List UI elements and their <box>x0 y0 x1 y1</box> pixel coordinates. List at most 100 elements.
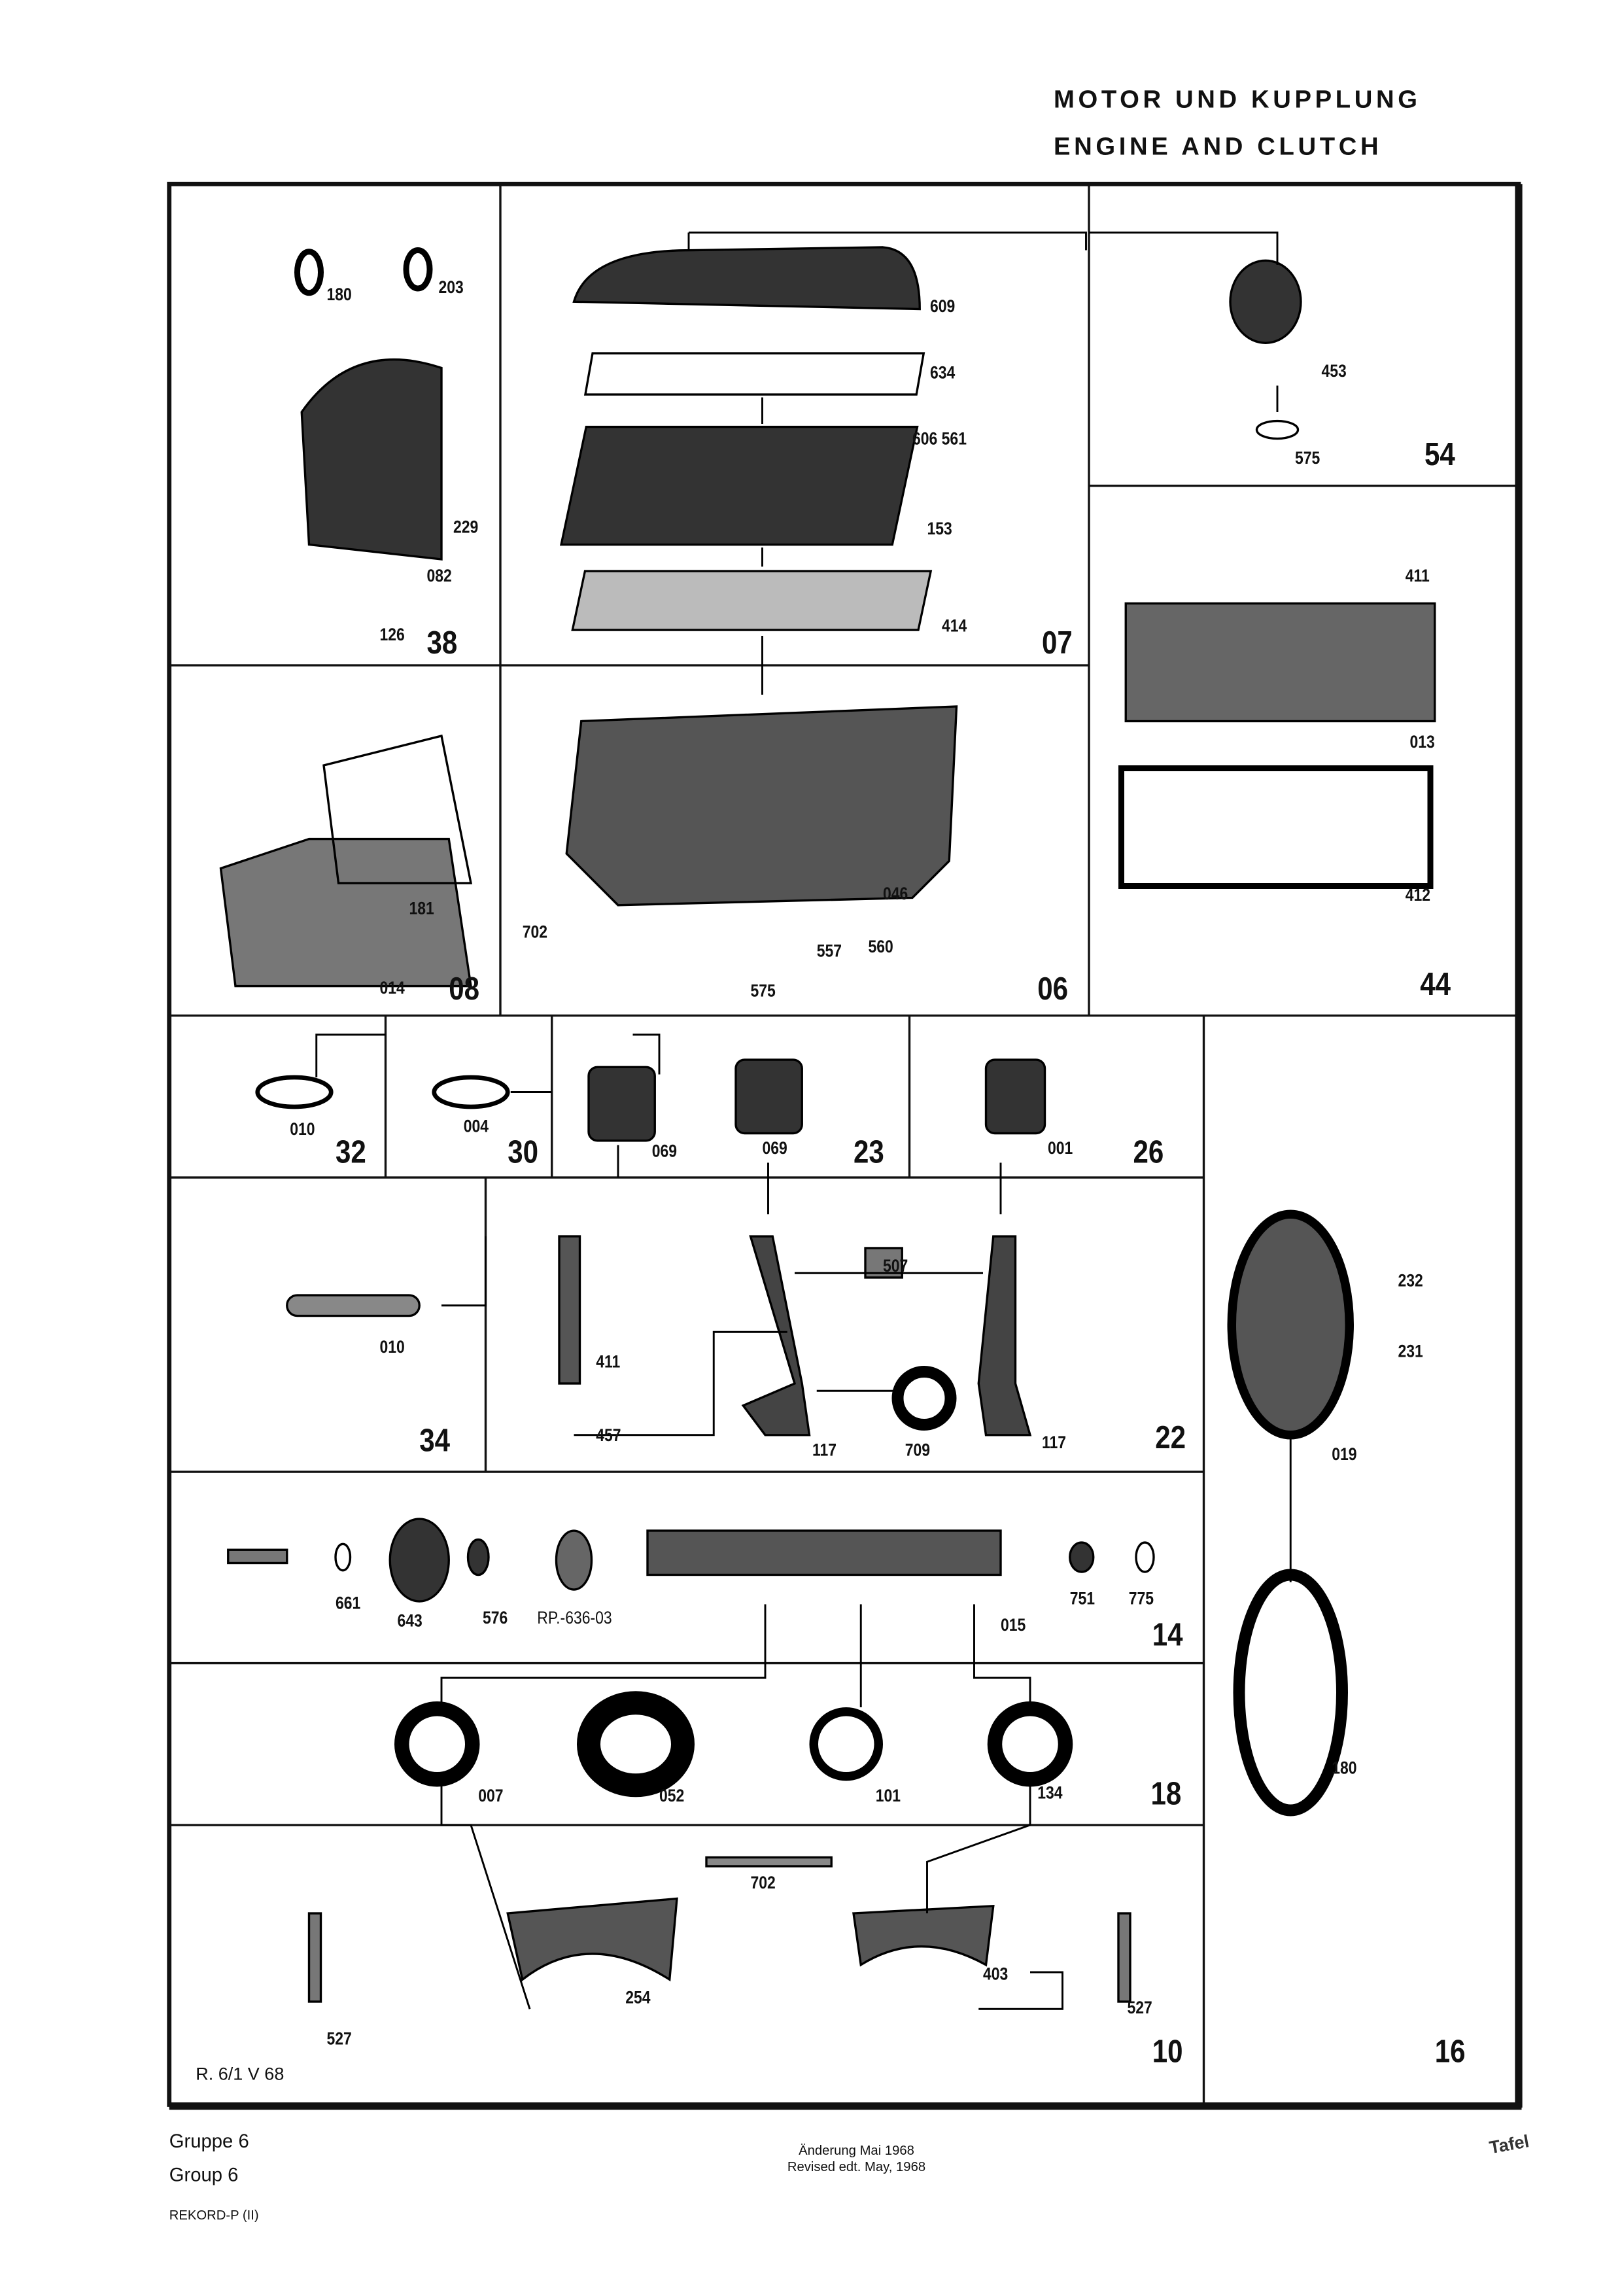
part-number: 007 <box>478 1785 504 1806</box>
part-number: 557 <box>816 940 842 962</box>
part-number: 203 <box>438 277 464 298</box>
part-number: 019 <box>1332 1444 1357 1465</box>
part-number: 576 <box>483 1607 508 1628</box>
part-number: 702 <box>750 1872 776 1893</box>
tappet-cover <box>1124 602 1436 723</box>
page-title-english: ENGINE AND CLUTCH <box>1054 132 1383 161</box>
connecting-rod <box>741 1235 811 1436</box>
footer-model: REKORD-P (II) <box>169 2208 259 2223</box>
group-number: 54 <box>1424 436 1455 473</box>
part-number: 010 <box>290 1119 315 1139</box>
engine-plate <box>219 837 472 988</box>
part-number: 254 <box>625 1987 651 2008</box>
part-number: 232 <box>1398 1270 1423 1291</box>
plate-code: R. 6/1 V 68 <box>196 2063 285 2085</box>
piston <box>734 1058 803 1135</box>
timing-cover <box>300 358 443 561</box>
part-number: 069 <box>651 1140 678 1162</box>
part-number: 229 <box>453 516 479 538</box>
part-number: 082 <box>426 565 452 586</box>
part-number: 527 <box>326 2028 352 2049</box>
group-number: 34 <box>419 1421 451 1459</box>
part-number: 181 <box>409 897 434 919</box>
cylinder-block <box>565 705 958 907</box>
group-number: 30 <box>508 1133 539 1170</box>
part-number: 775 <box>1128 1588 1154 1609</box>
group-number: 08 <box>449 969 480 1007</box>
part-number: 751 <box>1069 1588 1096 1609</box>
part-number: 403 <box>983 1963 1009 1985</box>
part-number: 180 <box>1332 1757 1357 1779</box>
oil-filler-cap <box>1229 259 1302 344</box>
valve-cover <box>572 246 921 311</box>
group-number: 22 <box>1155 1419 1186 1456</box>
part-number: 180 <box>326 284 352 305</box>
footer-change-german: Änderung Mai 1968 <box>799 2143 914 2158</box>
piston <box>984 1058 1046 1135</box>
part-number: 507 <box>883 1255 908 1276</box>
footer-group: Group 6 <box>169 2163 239 2186</box>
group-number: 44 <box>1420 965 1451 1003</box>
part-number: 609 <box>930 296 956 317</box>
part-number: 101 <box>875 1785 901 1806</box>
part-number: 411 <box>596 1351 621 1372</box>
part-number: 004 <box>463 1115 489 1137</box>
pulley <box>388 1518 450 1603</box>
group-number: 14 <box>1152 1616 1183 1653</box>
group-number: 32 <box>336 1133 366 1170</box>
part-number: 126 <box>379 624 405 645</box>
part-number: 153 <box>927 518 952 539</box>
part-number: 560 <box>868 936 893 957</box>
part-number: 013 <box>1409 731 1435 752</box>
part-number: 052 <box>659 1785 685 1806</box>
part-number: 069 <box>762 1138 787 1158</box>
part-number: 231 <box>1398 1340 1423 1362</box>
crankshaft <box>646 1529 1002 1576</box>
part-number: 575 <box>1295 447 1320 468</box>
group-number: 18 <box>1150 1775 1182 1812</box>
part-number: 634 <box>930 362 956 383</box>
part-number: 643 <box>397 1610 423 1631</box>
part-number: 606 561 <box>912 428 967 449</box>
part-number: RP.-636-03 <box>537 1607 612 1628</box>
part-number: 414 <box>942 615 967 636</box>
head-gasket <box>571 570 933 631</box>
part-number: 010 <box>379 1336 405 1357</box>
part-number: 457 <box>596 1425 621 1446</box>
page-title-german: MOTOR UND KUPPLUNG <box>1054 85 1421 114</box>
part-number: 412 <box>1405 884 1431 905</box>
group-number: 06 <box>1037 969 1069 1007</box>
footer-gruppe: Gruppe 6 <box>169 2129 249 2152</box>
part-number: 014 <box>379 977 405 998</box>
flywheel <box>1227 1209 1354 1440</box>
part-number: 702 <box>522 921 548 943</box>
group-number: 16 <box>1434 2032 1466 2070</box>
cylinder-head <box>560 425 919 546</box>
part-number: 117 <box>1042 1432 1067 1453</box>
part-number: 001 <box>1048 1138 1073 1158</box>
group-number: 38 <box>426 624 458 661</box>
part-number: 575 <box>750 980 776 1001</box>
part-number: 134 <box>1037 1782 1063 1803</box>
group-number: 26 <box>1133 1133 1164 1170</box>
part-number: 117 <box>812 1439 837 1461</box>
group-number: 23 <box>854 1133 884 1170</box>
connecting-rod <box>977 1235 1032 1436</box>
part-number: 015 <box>1001 1614 1026 1635</box>
part-number: 661 <box>336 1592 361 1614</box>
part-number: 046 <box>883 883 908 904</box>
grid-lines <box>169 184 1519 2105</box>
bearing-cap <box>506 1897 678 1982</box>
footer-change-english: Revised edt. May, 1968 <box>787 2159 926 2174</box>
part-number: 527 <box>1127 1997 1152 2018</box>
leader-lines <box>315 232 1292 2010</box>
part-number: 411 <box>1405 565 1430 586</box>
tappet-gasket <box>1118 765 1434 889</box>
group-number: 07 <box>1042 624 1073 661</box>
bearing-cap <box>852 1904 995 1967</box>
piston-pin <box>286 1294 421 1317</box>
piston <box>587 1066 656 1142</box>
rod-bolt <box>558 1235 581 1385</box>
